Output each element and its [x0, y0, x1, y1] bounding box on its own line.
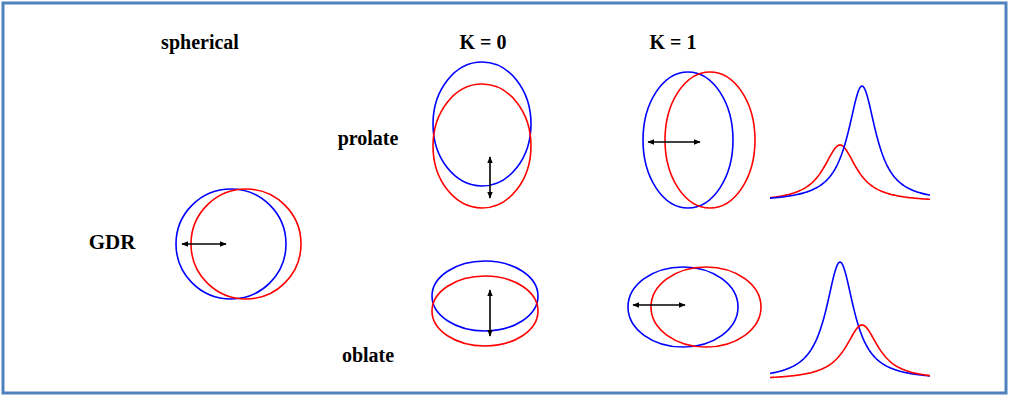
oscillation-arrow [633, 304, 685, 306]
red-ellipse [665, 72, 755, 208]
red-ellipse [432, 276, 538, 346]
blue-ellipse [628, 267, 738, 347]
figure-label: prolate [338, 127, 399, 149]
blue-circle [176, 189, 286, 299]
oscillation-arrow [182, 243, 226, 245]
blue-ellipse [433, 62, 531, 186]
resonance-curve [770, 325, 930, 378]
resonance-curve [770, 145, 930, 199]
figure-label: GDR [89, 231, 136, 254]
red-ellipse [651, 267, 761, 347]
blue-ellipse [643, 72, 733, 208]
frame-border [3, 3, 1006, 393]
red-ellipse [433, 84, 531, 208]
resonance-curve [770, 262, 930, 376]
blue-ellipse [432, 261, 538, 331]
oscillation-arrow [489, 157, 491, 198]
oscillation-arrow [489, 290, 491, 336]
figure-label: oblate [342, 344, 394, 366]
figure-label: spherical [161, 31, 239, 53]
figure-label: K = 1 [650, 31, 697, 53]
oscillation-arrow [648, 141, 700, 143]
figure-label: K = 0 [460, 31, 507, 53]
resonance-curve [770, 86, 930, 198]
